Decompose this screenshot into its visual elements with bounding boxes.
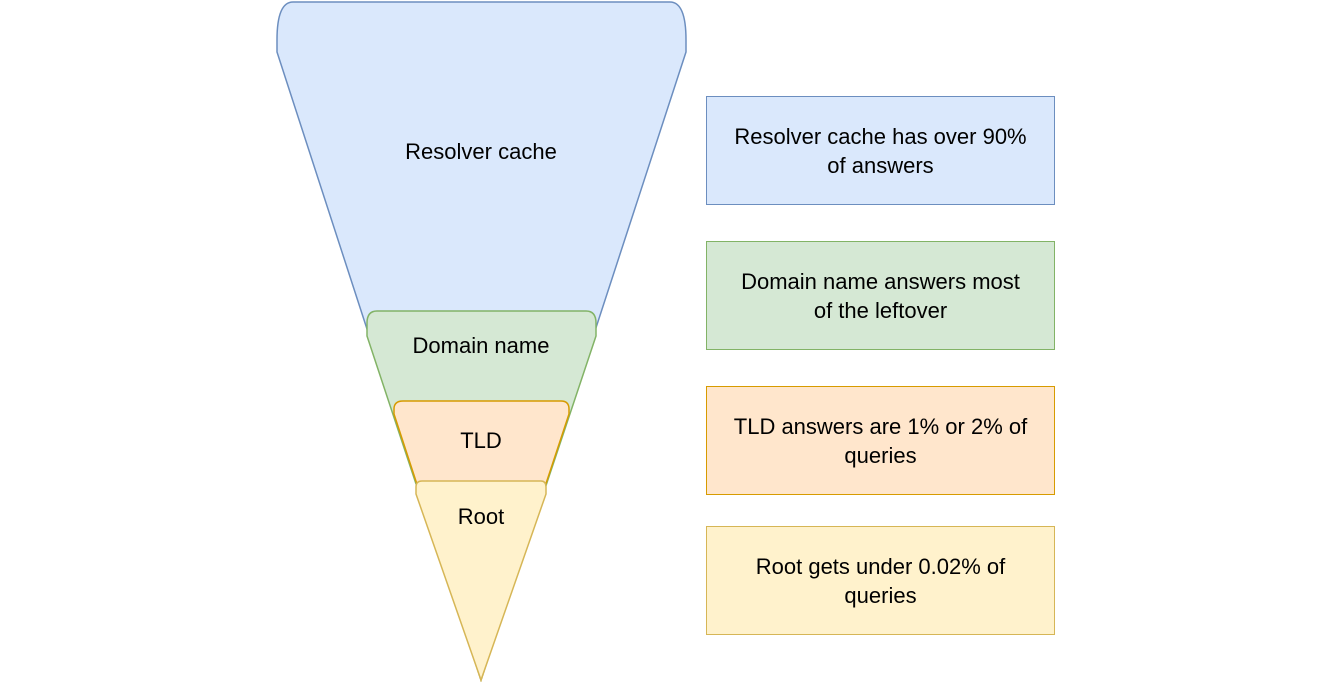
note-resolver-cache: Resolver cache has over 90% of answers <box>706 96 1055 205</box>
note-tld: TLD answers are 1% or 2% of queries <box>706 386 1055 495</box>
note-tld-text: TLD answers are 1% or 2% of queries <box>733 413 1028 468</box>
funnel-label-tld: TLD <box>460 428 502 453</box>
note-domain-name-text: Domain name answers most of the leftover <box>741 268 1020 323</box>
funnel-label-resolver-cache: Resolver cache <box>405 139 557 164</box>
funnel-layer-root <box>415 480 547 682</box>
note-resolver-cache-text: Resolver cache has over 90% of answers <box>734 123 1027 178</box>
note-domain-name: Domain name answers most of the leftover <box>706 241 1055 350</box>
dns-funnel-diagram: Resolver cache Domain name TLD Root <box>276 1 687 682</box>
funnel-label-domain-name: Domain name <box>413 333 550 358</box>
funnel-label-root: Root <box>458 504 504 529</box>
note-root-text: Root gets under 0.02% of queries <box>755 553 1006 608</box>
note-root: Root gets under 0.02% of queries <box>706 526 1055 635</box>
